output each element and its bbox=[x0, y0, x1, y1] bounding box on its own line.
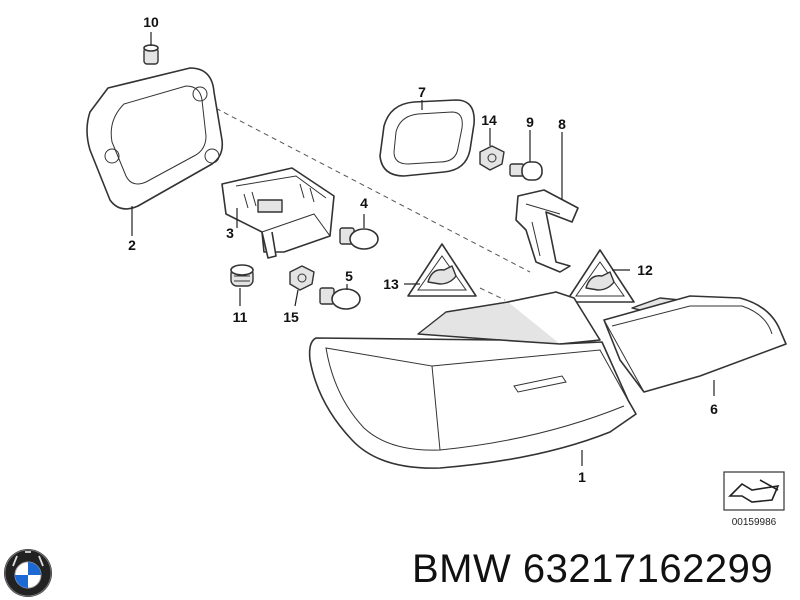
alignment-line bbox=[199, 99, 531, 273]
callout-7: 7 bbox=[418, 84, 426, 100]
callout-9: 9 bbox=[526, 114, 534, 130]
callout-1: 1 bbox=[578, 469, 586, 485]
part-number: 63217162299 bbox=[522, 547, 774, 591]
part-13-warning-triangle bbox=[407, 243, 477, 297]
callout-3: 3 bbox=[226, 225, 234, 241]
bmw-logo-icon bbox=[4, 549, 52, 597]
callout-6: 6 bbox=[710, 401, 718, 417]
callout-8: 8 bbox=[558, 116, 566, 132]
diagram-reference-code: 00159986 bbox=[732, 517, 777, 528]
part-7-seal bbox=[379, 99, 475, 177]
part-6-inner-tail-light bbox=[603, 295, 787, 393]
part-8-bracket bbox=[515, 189, 579, 273]
callout-4: 4 bbox=[360, 195, 368, 211]
part-10-nut bbox=[143, 44, 159, 65]
brand-name: BMW bbox=[412, 547, 512, 591]
footer-part-label: BMW 63217162299 bbox=[412, 546, 773, 592]
part-9-bulb bbox=[509, 161, 543, 181]
part-12-warning-triangle bbox=[565, 249, 635, 303]
callout-2: 2 bbox=[128, 237, 136, 253]
callout-5: 5 bbox=[345, 268, 353, 284]
part-15-socket bbox=[289, 265, 315, 291]
part-5-bulb bbox=[319, 287, 361, 310]
part-1-tail-light bbox=[308, 291, 637, 469]
callout-13: 13 bbox=[383, 276, 399, 292]
diagram-reference-box bbox=[723, 471, 785, 511]
alignment-line bbox=[479, 287, 506, 301]
part-11-grommet bbox=[230, 264, 254, 287]
callout-15: 15 bbox=[283, 309, 299, 325]
part-14-socket bbox=[479, 145, 505, 171]
part-4-bulb bbox=[339, 227, 379, 250]
callout-14: 14 bbox=[481, 112, 497, 128]
callout-12: 12 bbox=[637, 262, 653, 278]
part-3-bulb-holder bbox=[221, 167, 335, 259]
callout-10: 10 bbox=[143, 14, 159, 30]
callout-11: 11 bbox=[233, 309, 248, 325]
part-2-gasket bbox=[86, 67, 224, 210]
leader-line-15 bbox=[294, 289, 299, 307]
